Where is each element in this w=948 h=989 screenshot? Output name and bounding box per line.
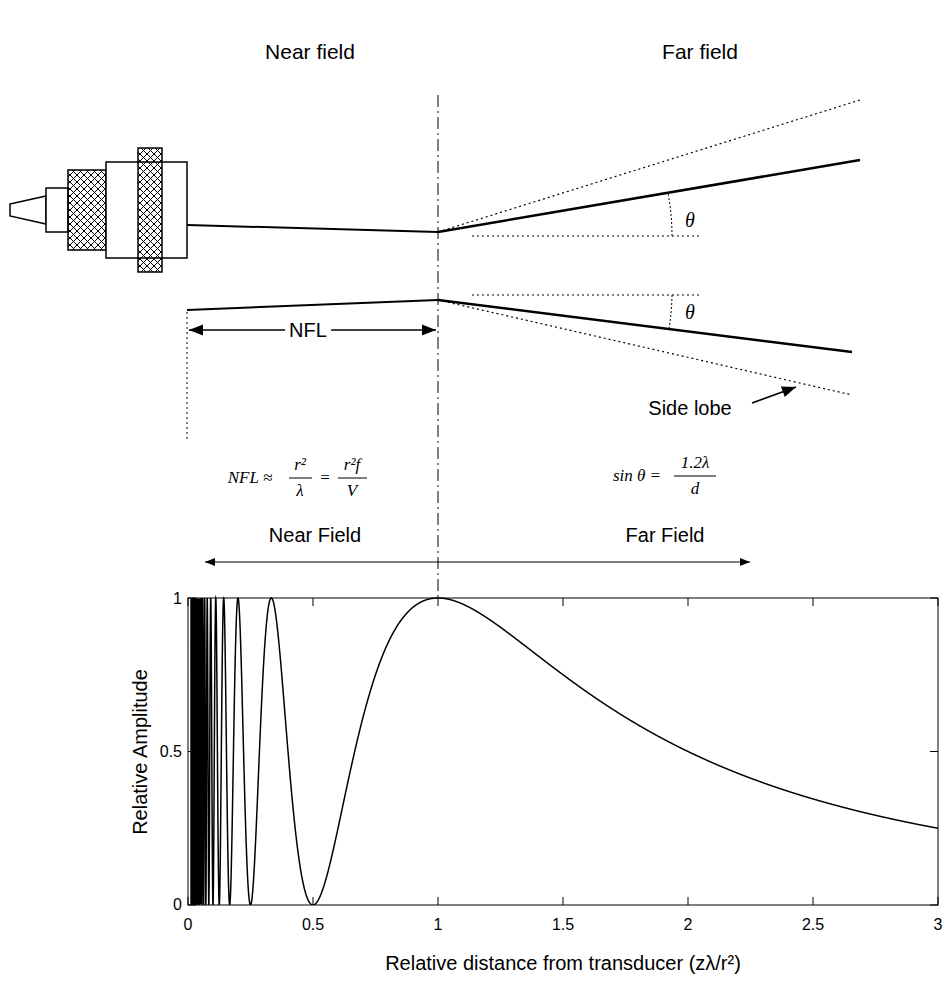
formula-text: λ [296, 482, 303, 501]
tick-label: 0 [184, 916, 193, 934]
tick-label: 1 [173, 590, 182, 608]
region-title: Far Field [626, 524, 705, 546]
plot-frame [188, 598, 938, 905]
region-title: Far field [662, 40, 738, 63]
formula-text: = [320, 469, 330, 488]
tick-label: 2.5 [802, 916, 824, 934]
boundary-line [438, 95, 439, 598]
angle-symbol: θ [685, 209, 695, 231]
formula-text: NFL ≈ [228, 469, 272, 488]
beam-lines [187, 100, 860, 395]
tick-label: 1 [434, 916, 443, 934]
tick-label: 0.5 [302, 916, 324, 934]
tick-label: 2 [684, 916, 693, 934]
formula-text: r² [294, 456, 306, 475]
formula-text: d [691, 480, 700, 499]
dimension-label: NFL [285, 319, 331, 341]
formula-text: sin θ = [613, 467, 661, 486]
formula-text: r²f [344, 456, 360, 475]
formula-text: 1.2λ [681, 454, 710, 473]
tick-label: 1.5 [552, 916, 574, 934]
field-arrow [205, 562, 750, 563]
amplitude-curve [191, 598, 938, 905]
tick-label: 0.5 [160, 743, 182, 761]
side-lobe-pointer [752, 387, 796, 403]
angle-symbol: θ [685, 301, 695, 323]
region-title: Near field [265, 40, 355, 63]
tick-label: 3 [934, 916, 943, 934]
axis-title: Relative distance from transducer (zλ/r²… [385, 952, 741, 974]
callout-label: Side lobe [648, 397, 731, 419]
axis-ticks [188, 598, 938, 905]
tick-label: 0 [173, 896, 182, 914]
region-title: Near Field [269, 524, 361, 546]
formula-text: V [347, 482, 357, 501]
reference-line [187, 312, 188, 440]
axis-title: Relative Amplitude [129, 669, 151, 835]
transducer [10, 148, 187, 272]
